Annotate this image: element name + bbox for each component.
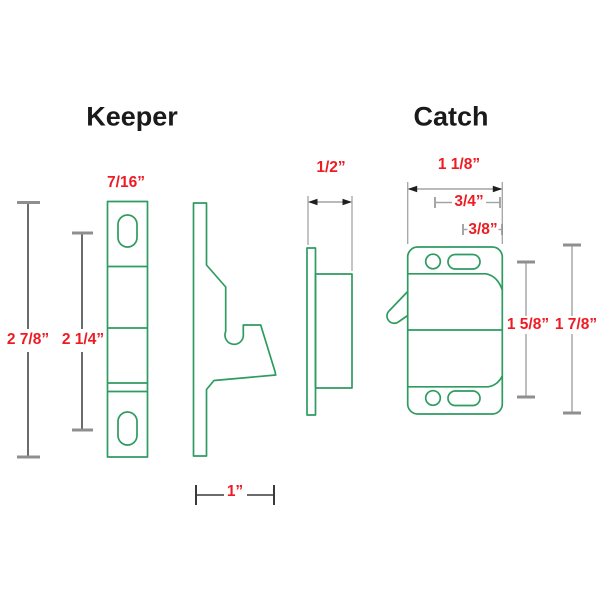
catch-bottom-slot bbox=[447, 390, 481, 407]
keeper-overall-length-dim bbox=[17, 201, 40, 459]
keeper-hole-spacing-dim bbox=[72, 231, 93, 432]
catch-hole-height-label: 1 5/8” bbox=[506, 316, 550, 333]
catch-depth-dim bbox=[307, 196, 353, 271]
keeper-plate-outline bbox=[106, 200, 149, 458]
catch-title: Catch bbox=[413, 101, 489, 132]
keeper-title: Keeper bbox=[86, 101, 178, 132]
catch-hole-spacing-dim bbox=[434, 197, 501, 208]
catch-side-plate bbox=[306, 247, 317, 416]
catch-overall-height-dim bbox=[563, 243, 581, 415]
keeper-depth-label: 1” bbox=[226, 483, 244, 500]
catch-upper-contour bbox=[407, 272, 504, 291]
keeper-hole-spacing-label: 2 1/4” bbox=[61, 331, 105, 348]
catch-depth-label: 1/2” bbox=[316, 159, 346, 176]
keeper-hook-profile bbox=[192, 202, 277, 457]
keeper-overall-length-label: 2 7/8” bbox=[6, 331, 50, 348]
keeper-top-slot bbox=[117, 214, 138, 248]
catch-spring-clip bbox=[386, 290, 409, 325]
catch-overall-height-label: 1 7/8” bbox=[554, 316, 598, 333]
catch-lower-contour bbox=[407, 375, 504, 388]
catch-hole-spacing-label: 3/4” bbox=[454, 193, 484, 210]
catch-side-view bbox=[306, 247, 353, 416]
keeper-depth-dim bbox=[195, 485, 275, 505]
catch-bottom-hole bbox=[424, 389, 442, 407]
catch-overall-width-label: 1 1/8” bbox=[437, 156, 481, 173]
catch-hole-height-spacing-dim bbox=[517, 260, 535, 399]
keeper-plate-width-label: 7/16” bbox=[107, 174, 145, 191]
catch-side-body bbox=[314, 273, 353, 389]
catch-top-hole bbox=[424, 253, 442, 270]
catch-front-view bbox=[386, 246, 504, 415]
keeper-bottom-slot bbox=[117, 411, 138, 446]
keeper-front-view bbox=[106, 200, 149, 458]
catch-top-slot bbox=[447, 253, 481, 270]
catch-slot-offset-label: 3/8” bbox=[468, 221, 498, 238]
catch-slot-offset-dim bbox=[462, 224, 503, 235]
keeper-side-view bbox=[192, 202, 277, 457]
